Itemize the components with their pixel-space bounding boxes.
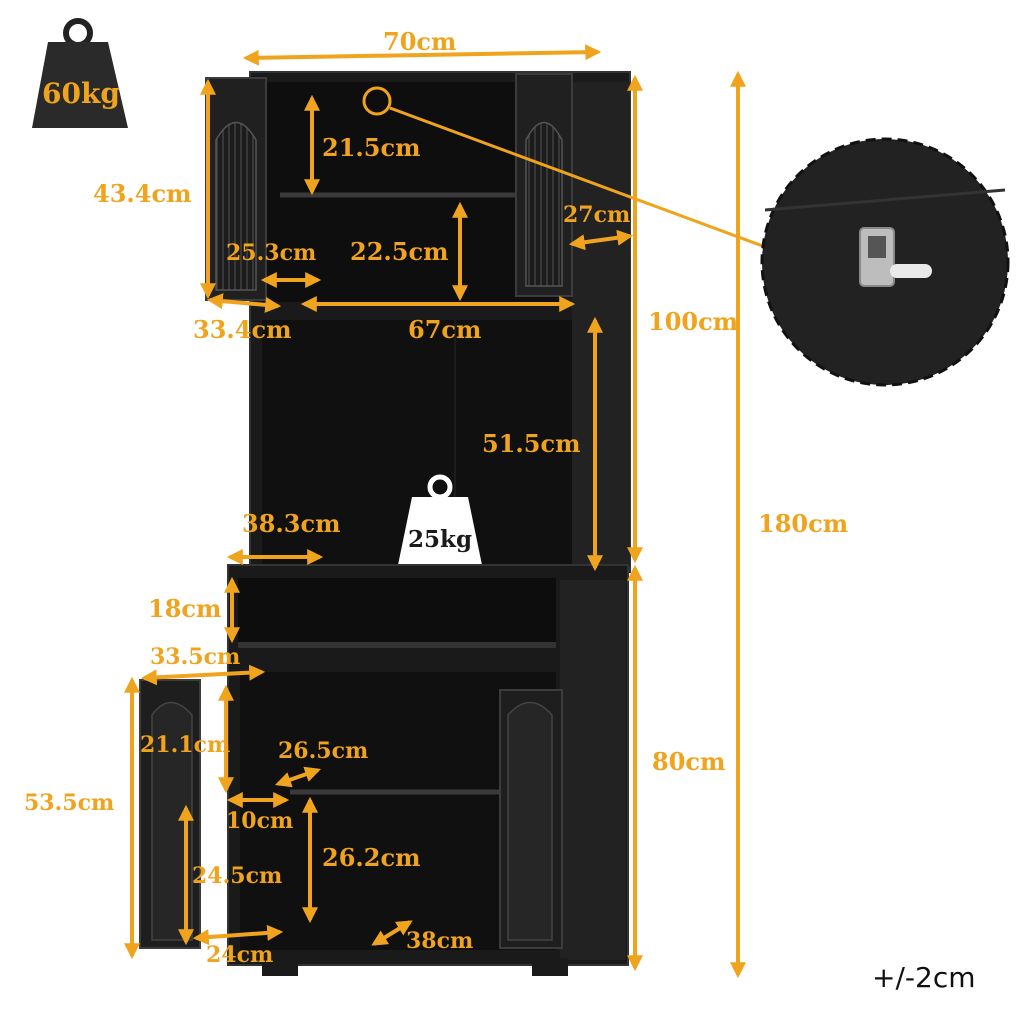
top-shelf-gap-label: 21.5cm xyxy=(322,133,421,162)
door-inner-width-label: 25.3cm xyxy=(226,240,317,266)
side-depth-top-label: 27cm xyxy=(563,202,631,228)
door-height-label: 43.4cm xyxy=(93,179,192,208)
lower-bottom-gap-label: 26.2cm xyxy=(322,843,421,872)
lower-left-door xyxy=(139,679,201,949)
open-shelf-depth-label: 38.3cm xyxy=(242,509,341,538)
drawer-height-label: 18cm xyxy=(148,594,222,623)
width-top-label: 70cm xyxy=(383,27,457,56)
upper-height-label: 100cm xyxy=(648,307,739,336)
upper-left-door xyxy=(205,77,267,301)
weight-icon xyxy=(32,18,128,128)
lower-cabinet xyxy=(227,564,629,976)
lower-door-width-label: 33.5cm xyxy=(150,644,241,670)
door-bottom-gap-label: 24.5cm xyxy=(192,863,283,889)
dimension-lines xyxy=(124,44,746,979)
open-shelf-height-label: 51.5cm xyxy=(482,429,581,458)
lower-shelf-depth-label: 26.5cm xyxy=(278,738,369,764)
upper-right-door xyxy=(515,73,573,297)
lower-right-door xyxy=(499,689,563,949)
shelf-load-label: 25kg xyxy=(408,526,473,553)
lower-door-height-label: 53.5cm xyxy=(24,790,115,816)
wall-anchor-icon xyxy=(859,227,932,287)
inner-width-label: 67cm xyxy=(408,315,482,344)
max-load-label: 60kg xyxy=(42,77,120,110)
lower-height-label: 80cm xyxy=(652,747,726,776)
base-width-label: 24cm xyxy=(206,942,274,968)
total-height-label: 180cm xyxy=(758,509,849,538)
second-shelf-gap-label: 22.5cm xyxy=(350,237,449,266)
door-shelf-depth-label: 10cm xyxy=(226,808,294,834)
lower-top-gap-label: 21.1cm xyxy=(140,732,231,758)
door-width-label: 33.4cm xyxy=(193,315,292,344)
tolerance-note: +/-2cm xyxy=(872,961,976,994)
upper-cabinet xyxy=(249,71,631,573)
base-depth-label: 38cm xyxy=(406,928,474,954)
weight-icon xyxy=(398,474,482,565)
